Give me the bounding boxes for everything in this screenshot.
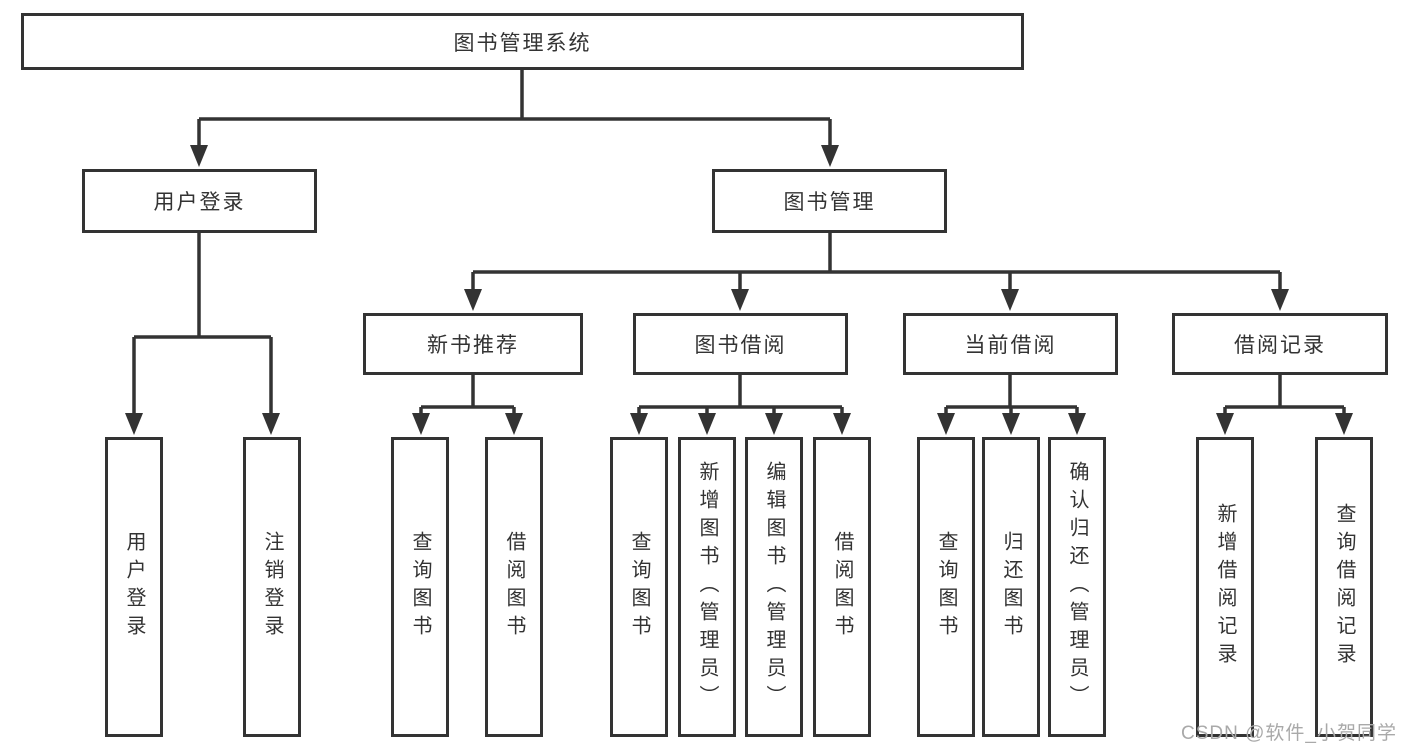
leaf-label: 查询借阅记录 bbox=[1333, 503, 1355, 671]
leaf-query-borrow-record: 查询借阅记录 bbox=[1315, 437, 1373, 737]
leaf-label: 借阅图书 bbox=[503, 531, 525, 643]
node-label: 当前借阅 bbox=[964, 334, 1057, 357]
leaf-logout-login: 注销登录 bbox=[243, 437, 301, 737]
leaf-add-borrow-record: 新增借阅记录 bbox=[1196, 437, 1254, 737]
leaf-label: 用户登录 bbox=[123, 531, 145, 643]
leaf-label: 查询图书 bbox=[409, 531, 431, 643]
connector-borrow-records-to-leaves bbox=[1223, 375, 1346, 416]
node-label: 借阅记录 bbox=[1234, 334, 1326, 357]
node-label: 用户登录 bbox=[153, 191, 246, 214]
node-borrowing-records: 借阅记录 bbox=[1172, 313, 1388, 375]
leaf-label: 新增借阅记录 bbox=[1214, 503, 1236, 671]
leaf-add-books-admin: 新增图书（管理员） bbox=[678, 437, 736, 737]
connector-book-borrow-to-leaves bbox=[637, 375, 844, 416]
leaf-borrow-books-borrowing: 借阅图书 bbox=[813, 437, 871, 737]
node-library-management-system: 图书管理系统 bbox=[21, 13, 1024, 70]
leaf-query-books-current: 查询图书 bbox=[917, 437, 975, 737]
connector-new-book-to-leaves bbox=[419, 375, 516, 416]
connector-current-borrow-to-leaves bbox=[944, 375, 1079, 416]
node-new-book-recommendation: 新书推荐 bbox=[363, 313, 583, 375]
csdn-watermark: CSDN @软件_小贺同学 bbox=[1181, 723, 1397, 744]
leaf-query-books-borrowing: 查询图书 bbox=[610, 437, 668, 737]
leaf-return-books: 归还图书 bbox=[982, 437, 1040, 737]
connector-book-mgmt-to-level3 bbox=[471, 233, 1282, 292]
node-label: 图书管理系统 bbox=[453, 31, 592, 55]
node-current-borrowing: 当前借阅 bbox=[903, 313, 1118, 375]
node-book-borrowing: 图书借阅 bbox=[633, 313, 848, 375]
leaf-query-books-recommend: 查询图书 bbox=[391, 437, 449, 737]
leaf-label: 归还图书 bbox=[1000, 531, 1022, 643]
leaf-label: 注销登录 bbox=[261, 531, 283, 643]
leaf-user-login: 用户登录 bbox=[105, 437, 163, 737]
leaf-borrow-books-recommend: 借阅图书 bbox=[485, 437, 543, 737]
leaf-label: 借阅图书 bbox=[831, 531, 853, 643]
leaf-edit-books-admin: 编辑图书（管理员） bbox=[745, 437, 803, 737]
arrowheads bbox=[125, 145, 1353, 435]
node-user-login: 用户登录 bbox=[82, 169, 317, 233]
node-book-management: 图书管理 bbox=[712, 169, 947, 233]
node-label: 图书管理 bbox=[783, 191, 876, 214]
leaf-label: 确认归还（管理员） bbox=[1066, 461, 1088, 713]
leaf-label: 查询图书 bbox=[935, 531, 957, 643]
connector-root-to-level2 bbox=[197, 70, 832, 148]
connector-user-login-to-leaves bbox=[132, 233, 273, 416]
node-label: 图书借阅 bbox=[694, 334, 787, 357]
node-label: 新书推荐 bbox=[427, 334, 519, 357]
leaf-label: 查询图书 bbox=[628, 531, 650, 643]
leaf-label: 编辑图书（管理员） bbox=[763, 461, 785, 713]
leaf-confirm-return-admin: 确认归还（管理员） bbox=[1048, 437, 1106, 737]
leaf-label: 新增图书（管理员） bbox=[696, 461, 718, 713]
